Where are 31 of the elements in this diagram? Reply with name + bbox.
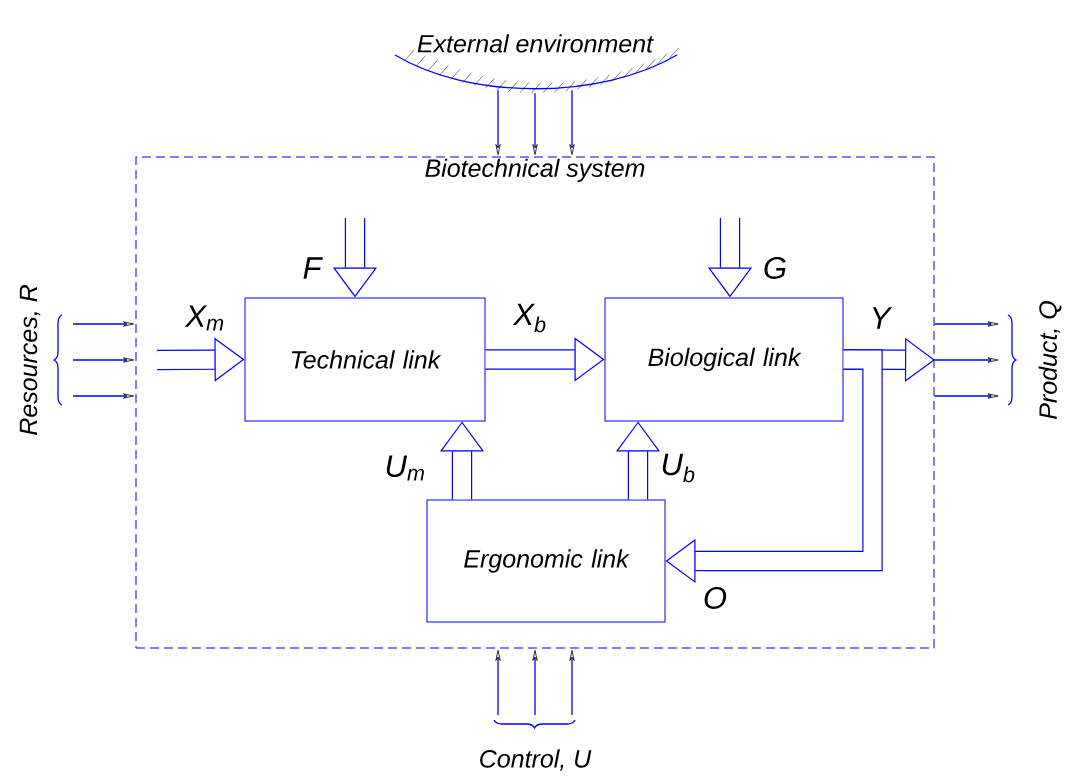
arrow [72,321,134,327]
block-arrow [843,337,935,382]
arrow [495,650,501,716]
environment-surface-drawing: External environment [394,34,679,94]
edge-label: O [704,587,727,609]
edge-label: U$_{b}$ [662,453,695,483]
port-label: Resources, R [19,285,41,435]
block-arrow [665,349,883,584]
link-box: Ergonomic link [426,499,666,623]
port-label: Product, Q [1038,301,1062,419]
link-box: Biological link [604,297,844,422]
edge-label: U$_{m}$ [386,455,424,481]
arrow [933,321,999,327]
block-arrow [156,337,245,382]
edge-label: G [764,257,786,279]
port-label: Control, U [480,749,592,771]
edge-label: X$_{m}$ [184,305,224,331]
block-arrow [485,337,605,382]
arrow [532,650,538,716]
arrow [72,357,134,363]
arrow [72,393,134,399]
arrow [933,393,999,399]
link-box: Technical link [244,297,486,422]
edge-label: F [303,257,323,279]
arrow [933,357,999,363]
edge-label: Y [872,307,893,329]
arrow [495,89,501,155]
edge-label: X$_{b}$ [512,303,546,333]
arrow [532,92,538,155]
arrow [569,650,575,716]
arrow [569,89,575,155]
